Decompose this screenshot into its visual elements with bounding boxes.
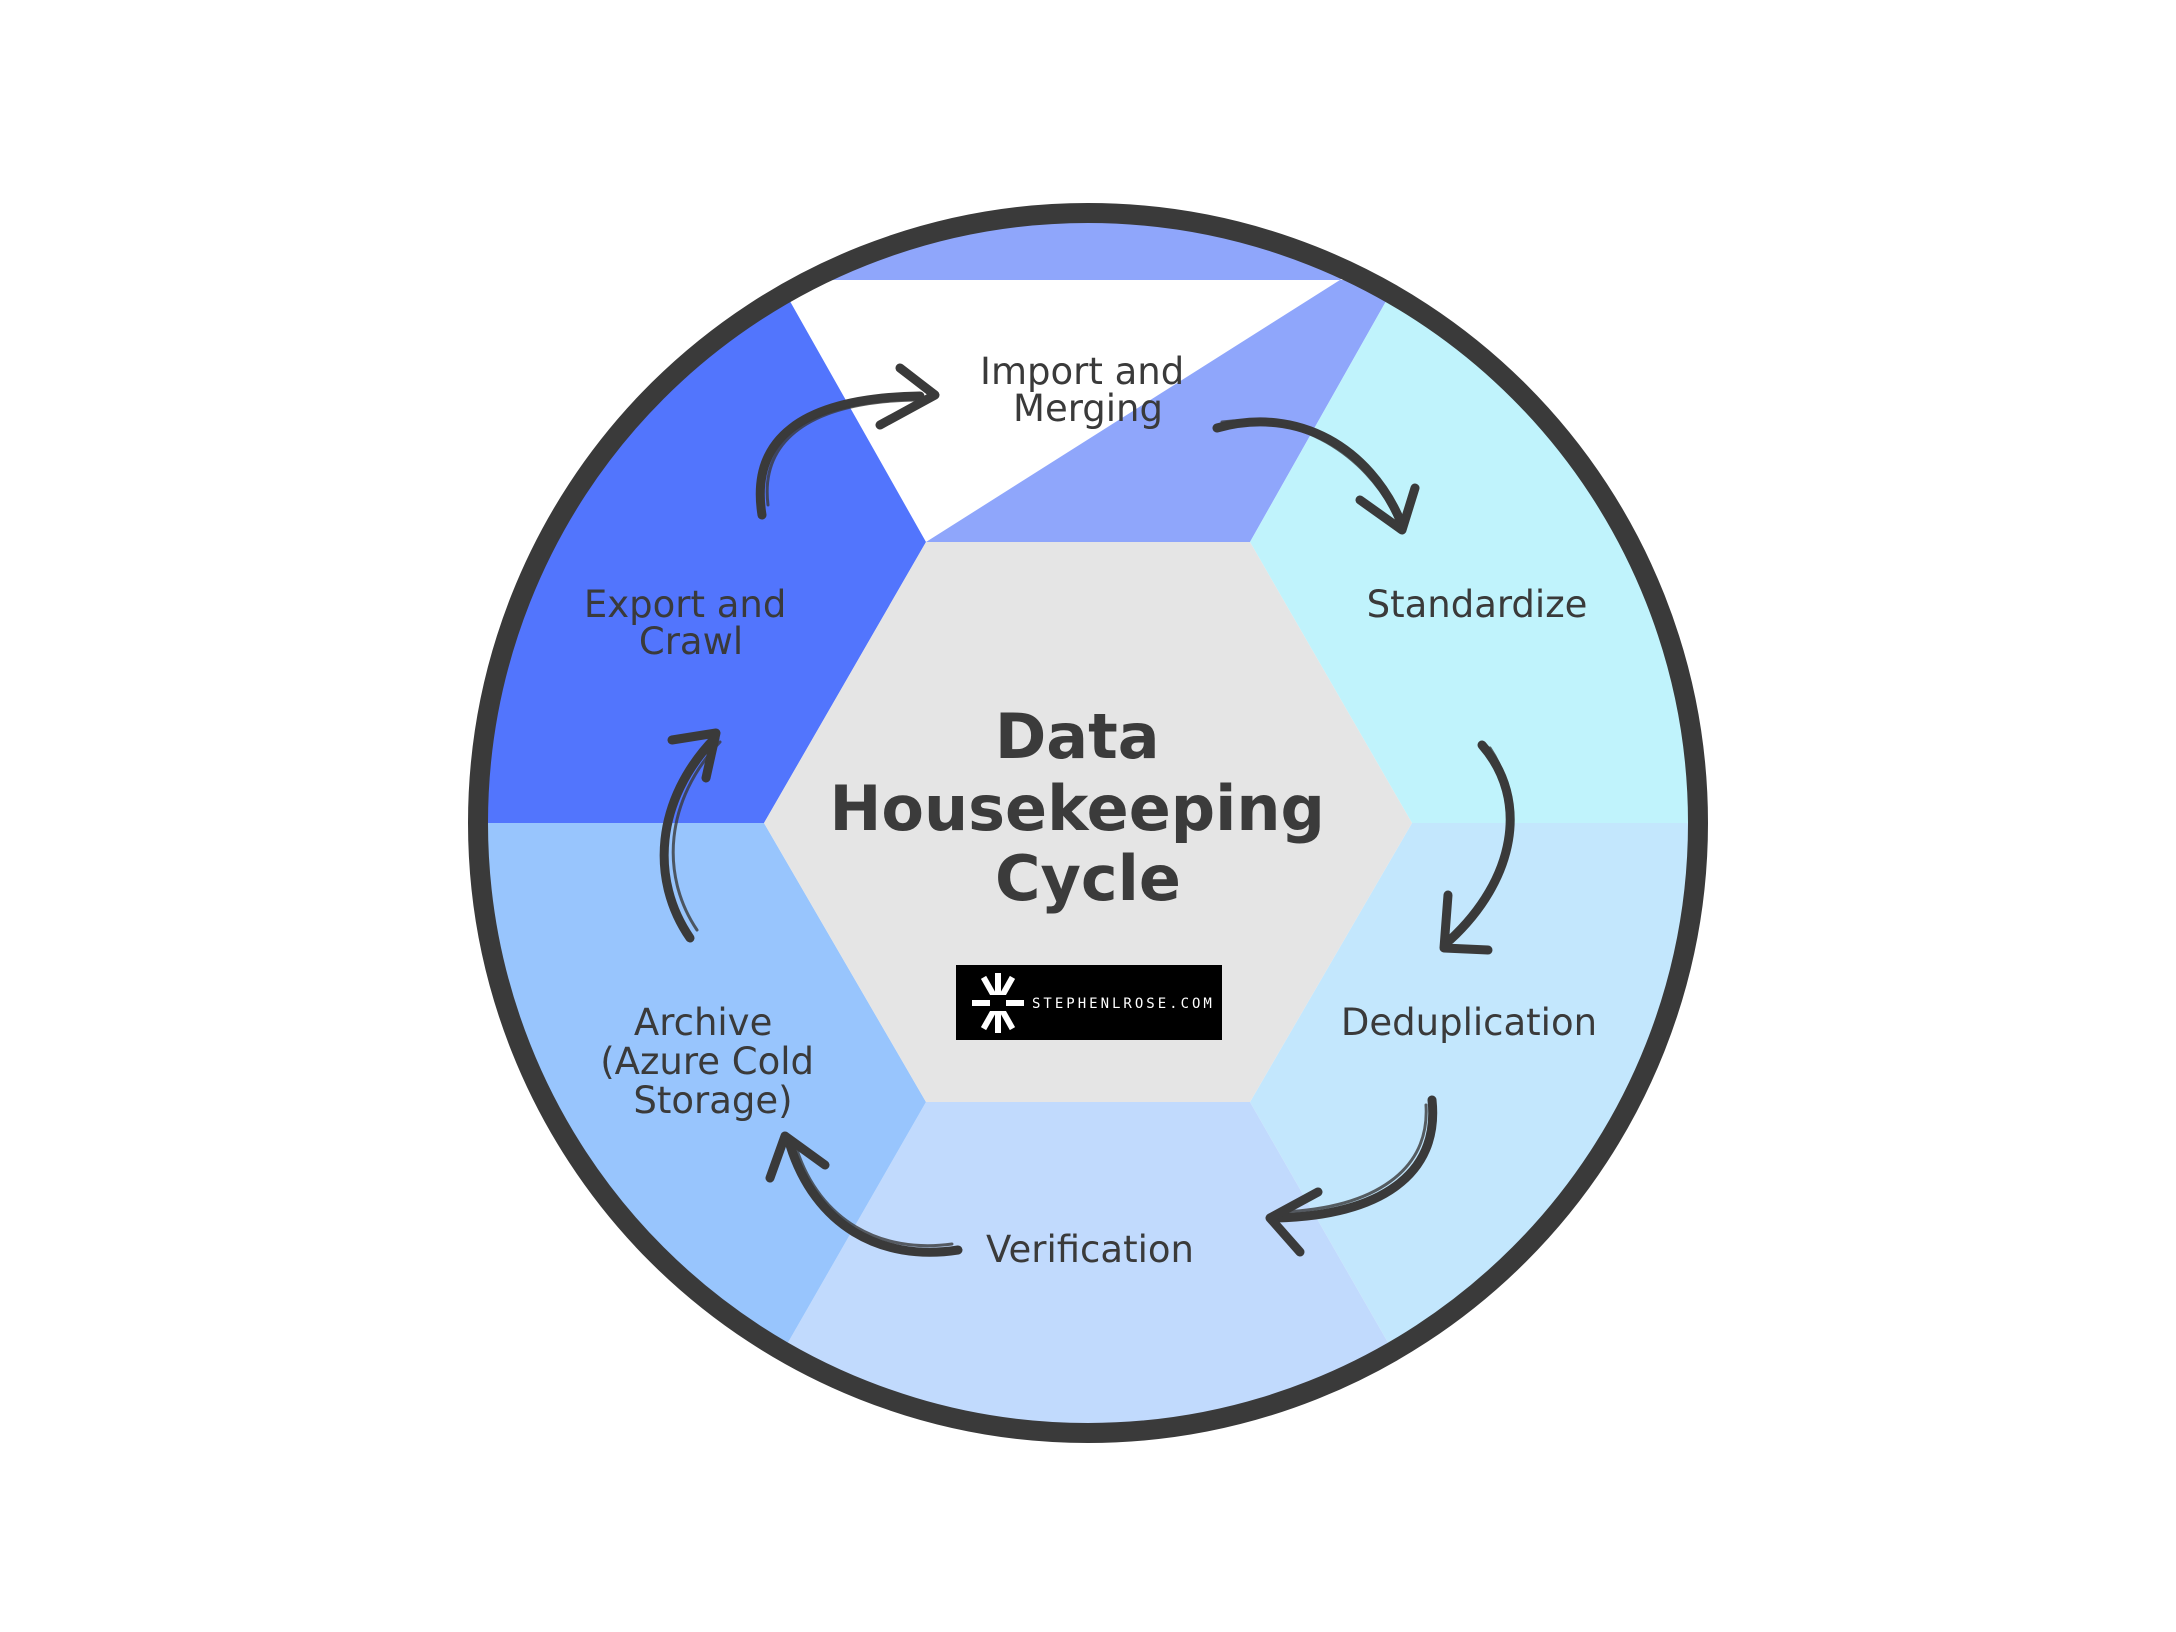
label-archive: Archive (Azure Cold Storage)	[600, 1001, 826, 1122]
curved-arrow-icon	[1265, 1095, 1438, 1257]
segment-verification	[778, 1102, 1398, 1433]
center-hexagon	[764, 542, 1412, 1102]
label-line: Archive	[634, 1001, 772, 1044]
curved-arrow-icon	[765, 1131, 963, 1257]
label-standardize: Standardize	[1367, 583, 1588, 626]
diagram-title: Data Housekeeping Cycle	[830, 700, 1347, 915]
curved-arrow-icon	[1439, 740, 1515, 955]
title-line: Data	[995, 700, 1160, 773]
curved-arrow-icon	[659, 728, 722, 943]
title-line: Housekeeping	[830, 772, 1325, 845]
label-import-and-merging: Import and Merging	[980, 350, 1196, 430]
label-line: Import and	[980, 350, 1184, 393]
label-verification: Verification	[986, 1228, 1194, 1271]
label-line: (Azure Cold	[600, 1040, 814, 1083]
curved-arrow-icon	[1212, 417, 1420, 535]
stephenlrose-logo: STEPHENLROSE.COM	[956, 965, 1222, 1040]
label-line: Crawl	[639, 620, 743, 663]
curved-arrow-icon	[755, 363, 940, 520]
label-line: Verification	[986, 1228, 1194, 1271]
logo-text: STEPHENLROSE.COM	[1032, 996, 1215, 1012]
label-line: Merging	[1013, 387, 1163, 430]
outer-ring	[468, 203, 1708, 1443]
label-export-and-crawl: Export and Crawl	[584, 583, 798, 663]
label-line: Standardize	[1367, 583, 1588, 626]
segment-import-and-merging	[778, 242, 1400, 542]
label-line: Deduplication	[1341, 1001, 1597, 1044]
label-line: Storage)	[633, 1079, 792, 1122]
label-deduplication: Deduplication	[1341, 1001, 1597, 1044]
label-line: Export and	[584, 583, 787, 626]
title-line: Cycle	[995, 842, 1181, 915]
